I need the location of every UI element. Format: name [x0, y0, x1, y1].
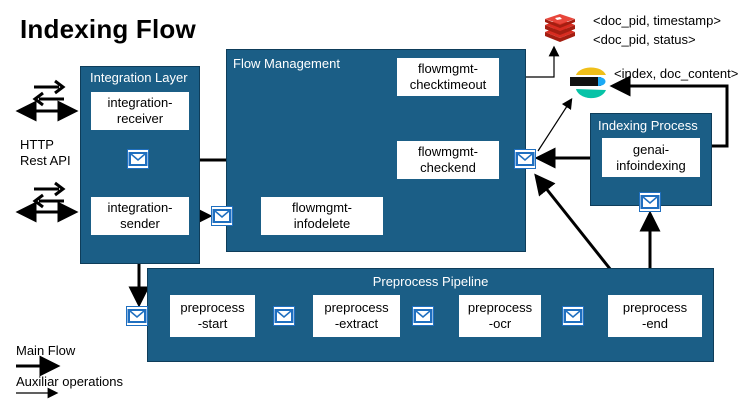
queue-icon — [211, 206, 233, 226]
preprocess-extract-service: preprocess -extract — [313, 295, 400, 337]
preprocess-end-service: preprocess -end — [608, 295, 702, 337]
redis-key-status: <doc_pid, status> — [593, 32, 696, 47]
queue-icon — [412, 306, 434, 326]
integration-layer-label: Integration Layer — [90, 70, 188, 85]
flowmgmt-checktimeout-service: flowmgmt- checktimeout — [397, 58, 499, 96]
indexing-to-elastic-arrow — [609, 75, 729, 148]
genai-infoindexing-service: genai- infoindexing — [602, 138, 700, 177]
legend-auxiliar-label: Auxiliar operations — [16, 374, 123, 389]
queue-icon — [639, 192, 661, 212]
integration-receiver-service: integration- receiver — [91, 92, 189, 130]
elastic-index-label: <index, doc_content> — [614, 66, 739, 81]
redis-icon — [543, 14, 577, 44]
preprocess-pipeline-label: Preprocess Pipeline — [372, 274, 489, 289]
queue-icon — [127, 149, 149, 169]
flow-management-label: Flow Management — [233, 56, 340, 71]
page-title: Indexing Flow — [20, 14, 196, 44]
queue-icon — [514, 149, 536, 169]
exchange-arrows-icon — [31, 78, 67, 108]
redis-key-timestamp: <doc_pid, timestamp> — [593, 13, 721, 28]
queue-icon — [562, 306, 584, 326]
indexing-process-label: Indexing Process — [598, 118, 698, 133]
flowmgmt-infodelete-service: flowmgmt- infodelete — [261, 197, 383, 235]
http-label-line2: Rest API — [20, 153, 71, 168]
flowmgmt-checkend-service: flowmgmt- checkend — [397, 141, 499, 179]
elasticsearch-icon — [569, 62, 610, 104]
queue-icon — [126, 306, 148, 326]
integration-sender-service: integration- sender — [91, 197, 189, 235]
preprocess-ocr-service: preprocess -ocr — [459, 295, 541, 337]
exchange-arrows-icon — [31, 180, 67, 210]
preprocess-start-service: preprocess -start — [170, 295, 255, 337]
http-label-line1: HTTP — [20, 137, 54, 152]
queue-icon — [273, 306, 295, 326]
legend-main-flow-label: Main Flow — [16, 343, 76, 358]
checkend-to-elastic-arrow — [537, 97, 573, 152]
